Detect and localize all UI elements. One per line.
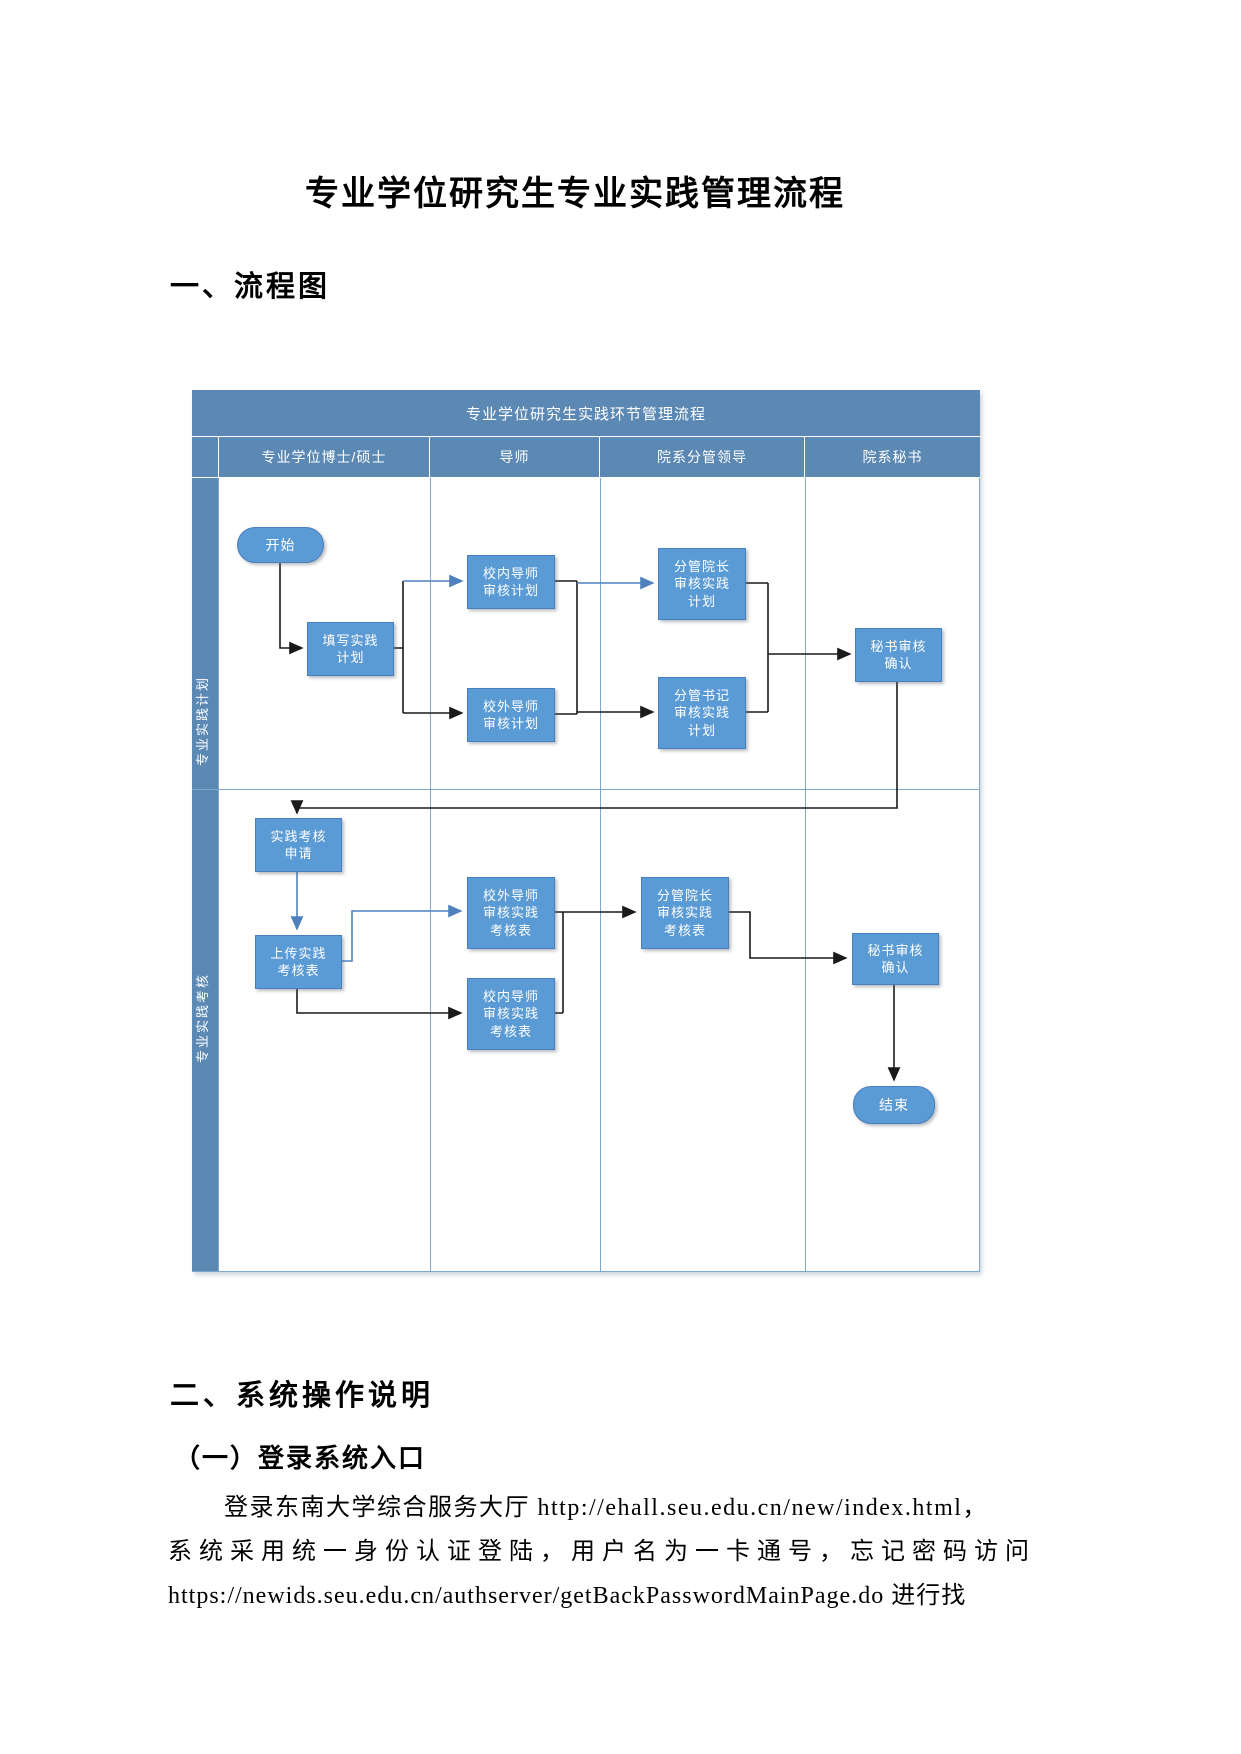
- lane-header-clerk: 院系秘书: [805, 437, 980, 477]
- flow-node-dean-review-assess: 分管院长 审核实践 考核表: [641, 877, 729, 949]
- connector-dean-to-clerk-assess: [727, 911, 848, 965]
- connector-upload-to-external-assess: [340, 904, 463, 962]
- flow-node-clerk-confirm-plan: 秘书审核 确认: [855, 628, 942, 682]
- flowchart-connectors: [279, 561, 901, 1082]
- document-title: 专业学位研究生专业实践管理流程: [305, 175, 845, 213]
- flow-node-upload-form: 上传实践 考核表: [255, 935, 342, 989]
- connector-clerk-to-assess-apply: [290, 680, 898, 815]
- lane-header-leader: 院系分管领导: [600, 437, 804, 477]
- subsection-login-entry: （一）登录系统入口: [174, 1444, 427, 1473]
- flow-node-assess-apply: 实践考核 申请: [255, 818, 342, 872]
- flow-node-start: 开始: [237, 527, 324, 563]
- connector-tutor-merge: [553, 580, 578, 715]
- lane-grid: [192, 478, 980, 1272]
- connector-upload-to-internal-assess: [296, 987, 463, 1020]
- paragraph-line: 登录东南大学综合服务大厅 http://ehall.seu.edu.cn/new…: [224, 1495, 988, 1521]
- phase-strip: 专业实践计划 专业实践考核: [192, 478, 218, 1271]
- connector-start-to-fillplan: [279, 561, 304, 655]
- flow-node-fill-plan: 填写实践 计划: [307, 622, 394, 676]
- flow-node-secretary-review-plan: 分管书记 审核实践 计划: [658, 677, 746, 749]
- flow-node-dean-review-plan: 分管院长 审核实践 计划: [658, 548, 746, 620]
- flowchart-title: 专业学位研究生实践环节管理流程: [192, 390, 980, 436]
- section-heading-flowchart: 一、流程图: [170, 271, 331, 303]
- connector-leader-merge: [744, 582, 769, 713]
- flow-node-internal-tutor-plan: 校内导师 审核计划: [467, 555, 555, 609]
- lane-header-row: 专业学位博士/硕士 导师 院系分管领导 院系秘书: [192, 437, 980, 477]
- lane-header-student: 专业学位博士/硕士: [219, 437, 429, 477]
- flow-node-clerk-confirm-assess: 秘书审核 确认: [852, 933, 939, 985]
- flow-node-internal-tutor-assess: 校内导师 审核实践 考核表: [467, 978, 555, 1050]
- lane-header-corner: [192, 437, 218, 477]
- flow-node-end: 结束: [853, 1086, 935, 1124]
- section-heading-instructions: 二、系统操作说明: [170, 1380, 435, 1412]
- lane-header-tutor: 导师: [430, 437, 599, 477]
- body-paragraph: 登录东南大学综合服务大厅 http://ehall.seu.edu.cn/new…: [168, 1486, 1078, 1618]
- flowchart: 专业学位研究生实践环节管理流程 专业学位博士/硕士 导师 院系分管领导 院系秘书…: [192, 390, 980, 1272]
- paragraph-line: 系统采用统一身份认证登陆，用户名为一卡通号，忘记密码访问: [168, 1539, 1036, 1565]
- paragraph-line: https://newids.seu.edu.cn/authserver/get…: [168, 1583, 967, 1609]
- flow-node-external-tutor-assess: 校外导师 审核实践 考核表: [467, 877, 555, 949]
- flow-node-external-tutor-plan: 校外导师 审核计划: [467, 688, 555, 742]
